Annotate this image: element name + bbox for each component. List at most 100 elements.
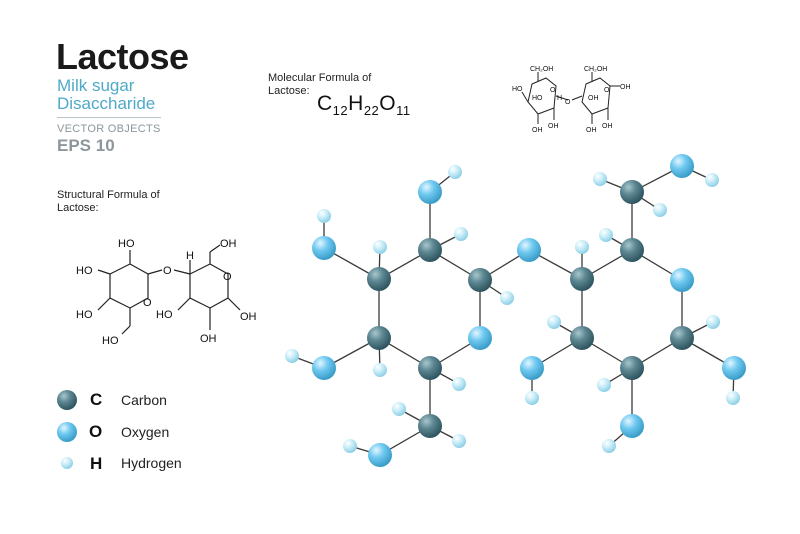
structural-formula-caption: Structural Formula of Lactose: bbox=[57, 189, 177, 215]
carbon-atom bbox=[418, 356, 442, 380]
small-oh-3: OH bbox=[532, 127, 543, 134]
oxygen-atom bbox=[520, 356, 544, 380]
small-oh-4: OH bbox=[548, 123, 559, 130]
formula-hydrogen-count: 22 bbox=[363, 103, 380, 119]
small-bond bbox=[555, 95, 569, 101]
oxygen-atom bbox=[368, 443, 392, 467]
hydrogen-atom bbox=[373, 363, 387, 377]
carbon-atom bbox=[367, 326, 391, 350]
carbon-atom bbox=[418, 238, 442, 262]
carbon-atom bbox=[620, 180, 644, 204]
hydrogen-atom bbox=[575, 240, 589, 254]
hydrogen-atom bbox=[653, 203, 667, 217]
hydrogen-atom bbox=[452, 434, 466, 448]
molecular-caption-line-2: Lactose: bbox=[268, 85, 310, 97]
hydrogen-atom bbox=[706, 315, 720, 329]
oxygen-atom bbox=[517, 238, 541, 262]
formula-carbon: C bbox=[317, 92, 333, 115]
carbon-atom bbox=[620, 356, 644, 380]
legend-carbon-symbol: C bbox=[90, 390, 103, 409]
label-oh-ring-2-right: OH bbox=[240, 311, 257, 323]
oxygen-atom bbox=[312, 356, 336, 380]
legend-oxygen-label: Oxygen bbox=[121, 424, 170, 440]
legend-hydrogen-label: Hydrogen bbox=[121, 455, 182, 471]
bond bbox=[97, 297, 111, 311]
oxygen-atom bbox=[670, 268, 694, 292]
hydrogen-atom bbox=[705, 173, 719, 187]
molecular-caption-line-1: Molecular Formula of bbox=[268, 72, 372, 84]
oxygen-atom bbox=[418, 180, 442, 204]
small-ch2oh-2: CH₂OH bbox=[584, 66, 607, 73]
bond bbox=[173, 269, 191, 275]
hydrogen-atom bbox=[500, 291, 514, 305]
formula-oxygen: O bbox=[379, 92, 397, 115]
bond bbox=[177, 297, 191, 311]
small-ch2oh-1: CH₂OH bbox=[530, 66, 553, 73]
small-oh-2: OH bbox=[620, 84, 631, 91]
subtitle-milk-sugar: Milk sugar bbox=[57, 76, 135, 95]
hydrogen-atom bbox=[597, 378, 611, 392]
bond bbox=[209, 244, 221, 253]
label-ho-bottom-left: HO bbox=[102, 335, 119, 347]
carbon-atom bbox=[468, 268, 492, 292]
bond bbox=[121, 325, 131, 335]
legend-markers bbox=[57, 390, 77, 469]
small-ho-1: HO bbox=[512, 86, 523, 93]
carbon-atom bbox=[670, 326, 694, 350]
small-oh-6: OH bbox=[602, 123, 613, 130]
small-ho-2: HO bbox=[532, 95, 543, 102]
molecular-formula-caption: Molecular Formula of Lactose: bbox=[268, 72, 398, 98]
oxygen-atom bbox=[312, 236, 336, 260]
legend-oxygen-symbol: O bbox=[89, 422, 103, 441]
hydrogen-atom bbox=[343, 439, 357, 453]
hydrogen-atom bbox=[285, 349, 299, 363]
small-structure-diagram: CH₂OH CH₂OH HO HO O O H O OH OH OH OH OH… bbox=[512, 66, 631, 134]
bond bbox=[97, 269, 111, 275]
small-h-1: H bbox=[557, 95, 562, 102]
small-bond bbox=[521, 91, 529, 103]
legend-carbon-marker bbox=[57, 390, 77, 410]
label-oh-bottom: OH bbox=[200, 333, 217, 345]
page-title: Lactose bbox=[56, 36, 189, 77]
hydrogen-atom bbox=[525, 391, 539, 405]
small-o-bridge: O bbox=[565, 99, 571, 106]
hydrogen-atom bbox=[599, 228, 613, 242]
oxygen-atom bbox=[620, 414, 644, 438]
hydrogen-atom bbox=[593, 172, 607, 186]
small-oh-5: OH bbox=[586, 127, 597, 134]
bond bbox=[227, 297, 241, 311]
label-o-ring-1: O bbox=[143, 297, 152, 309]
legend-hydrogen-symbol: H bbox=[90, 454, 103, 473]
oxygen-atom bbox=[670, 154, 694, 178]
eps-label: EPS 10 bbox=[57, 136, 115, 155]
structural-formula-diagram: HO OH H HO O O O HO HO HO OH OH bbox=[76, 238, 257, 347]
label-h: H bbox=[186, 250, 194, 262]
legend-oxygen-marker bbox=[57, 422, 77, 442]
label-ho-left: HO bbox=[76, 265, 93, 277]
hydrogen-atom bbox=[392, 402, 406, 416]
carbon-atom bbox=[570, 267, 594, 291]
label-ho-top: HO bbox=[118, 238, 135, 250]
label-ho-ring-2: HO bbox=[156, 309, 173, 321]
structural-caption-line-2: Lactose: bbox=[57, 202, 99, 214]
label-o-ring-2: O bbox=[223, 271, 232, 283]
hydrogen-atom bbox=[373, 240, 387, 254]
formula-oxygen-count: 11 bbox=[396, 103, 411, 119]
formula-hydrogen: H bbox=[348, 92, 364, 115]
label-ho-mid: HO bbox=[76, 309, 93, 321]
hydrogen-atom bbox=[547, 315, 561, 329]
vector-objects-label: VECTOR OBJECTS bbox=[57, 123, 161, 135]
legend-hydrogen-marker bbox=[61, 457, 73, 469]
structural-caption-line-1: Structural Formula of bbox=[57, 189, 160, 201]
legend-carbon-label: Carbon bbox=[121, 392, 167, 408]
bonds-layer bbox=[291, 165, 735, 456]
oxygen-atom bbox=[722, 356, 746, 380]
hydrogen-atom bbox=[602, 439, 616, 453]
carbon-atom bbox=[418, 414, 442, 438]
carbon-atom bbox=[570, 326, 594, 350]
hydrogen-atom bbox=[726, 391, 740, 405]
small-oh-1: OH bbox=[588, 95, 599, 102]
carbon-atom bbox=[367, 267, 391, 291]
